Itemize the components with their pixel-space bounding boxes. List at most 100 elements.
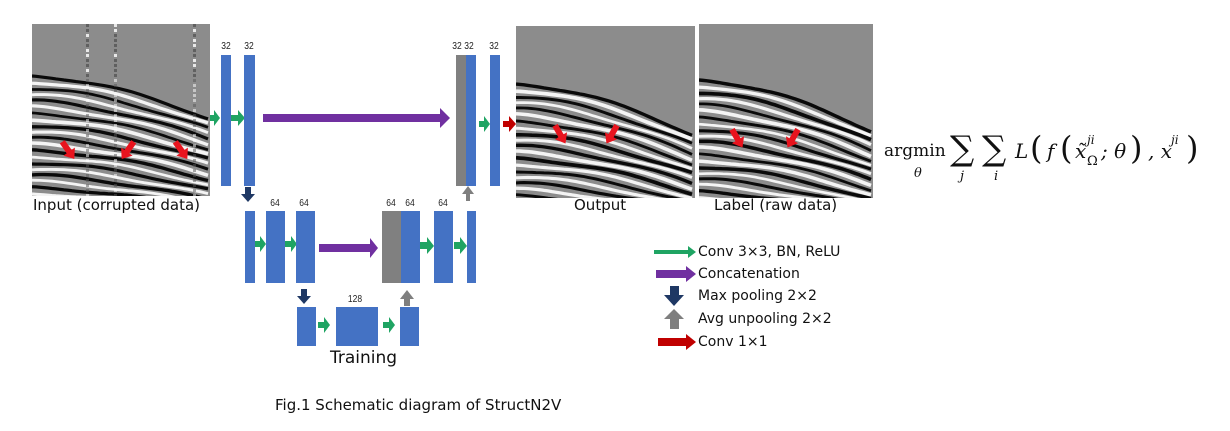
- red-marker-arrow: [604, 123, 620, 144]
- corrupted-trace: [114, 64, 117, 67]
- corrupted-trace: [86, 54, 89, 57]
- corrupted-trace: [86, 114, 89, 117]
- corrupted-trace: [86, 94, 89, 97]
- corrupted-trace: [193, 184, 196, 187]
- training-label: Training: [330, 348, 398, 368]
- legend-label: Conv 1×1: [698, 334, 768, 350]
- seismic-reflector: [699, 189, 780, 198]
- corrupted-trace: [193, 194, 196, 196]
- corrupted-trace: [86, 164, 89, 167]
- corrupted-trace: [193, 154, 196, 157]
- corrupted-trace: [193, 24, 196, 27]
- seismic-reflector: [32, 74, 209, 121]
- bottleneck-block-out: [400, 307, 419, 346]
- corrupted-trace: [114, 179, 117, 182]
- channel-label: 64: [438, 198, 448, 209]
- corrupted-trace: [86, 44, 89, 47]
- corrupted-trace: [86, 119, 89, 122]
- seismic-reflector: [516, 193, 559, 198]
- concat-block-l2: [382, 211, 401, 283]
- seismic-reflector: [516, 170, 681, 198]
- seismic-reflector: [516, 149, 693, 191]
- param-symbol: ; θ: [1101, 139, 1127, 163]
- corrupted-trace: [86, 59, 89, 62]
- decoder-block-l2-3: [467, 211, 476, 283]
- label-caption: Label (raw data): [714, 196, 838, 214]
- seismic-reflector: [516, 143, 693, 185]
- func-symbol: f: [1047, 139, 1055, 163]
- corrupted-trace: [193, 129, 196, 132]
- channel-label: 64: [270, 198, 280, 209]
- corrupted-trace: [86, 129, 89, 132]
- corrupted-trace: [193, 29, 196, 32]
- legend-item-concat: Concatenation: [652, 263, 800, 285]
- target-symbol: , x: [1148, 139, 1172, 163]
- corrupted-trace: [86, 144, 89, 147]
- legend-item-maxpool: Max pooling 2×2: [652, 285, 817, 307]
- seismic-reflector: [32, 93, 209, 135]
- corrupted-trace: [193, 169, 196, 172]
- corrupted-trace: [114, 139, 117, 142]
- seismic-reflector: [699, 91, 872, 142]
- corrupted-trace: [114, 184, 117, 187]
- corrupted-trace: [114, 164, 117, 167]
- corrupted-trace: [193, 149, 196, 152]
- figure-caption: Fig.1 Schematic diagram of StructN2V: [275, 396, 562, 414]
- corrupted-trace: [193, 84, 196, 87]
- corrupted-trace: [114, 159, 117, 162]
- channel-label: 32: [452, 41, 462, 52]
- encoder-block-l1-1: [221, 55, 231, 186]
- corrupted-trace: [193, 109, 196, 112]
- seismic-reflector: [699, 129, 872, 171]
- conv-arrow: [420, 237, 434, 254]
- decoder-block-l2-1: [401, 211, 420, 283]
- output-seismic-image: [516, 26, 695, 198]
- red-marker-arrow: [552, 123, 568, 144]
- corrupted-trace: [114, 189, 117, 192]
- corrupted-trace: [193, 139, 196, 142]
- bottleneck-block: [336, 307, 378, 346]
- corrupted-trace: [193, 69, 196, 72]
- corrupted-trace: [86, 154, 89, 157]
- corrupted-trace: [193, 44, 196, 47]
- corrupted-trace: [193, 49, 196, 52]
- channel-label: 32: [489, 41, 499, 52]
- legend-item-conv: Conv 3×3, BN, ReLU: [652, 241, 840, 263]
- paren: ): [1130, 129, 1143, 167]
- corrupted-trace: [114, 109, 117, 112]
- label-seismic-image: [699, 24, 873, 198]
- red-marker-arrow: [121, 140, 137, 160]
- corrupted-trace: [193, 134, 196, 137]
- legend-label: Avg unpooling 2×2: [698, 311, 832, 327]
- seismic-reflector: [516, 181, 639, 198]
- corrupted-trace: [193, 64, 196, 67]
- corrupted-trace: [114, 84, 117, 87]
- seismic-reflector: [32, 81, 209, 125]
- channel-label: 64: [405, 198, 415, 209]
- corrupted-trace: [114, 34, 117, 37]
- corrupted-trace: [114, 119, 117, 122]
- corrupted-trace: [114, 49, 117, 52]
- encoder-block-l1-2: [244, 55, 255, 186]
- gray-up-arrow-icon: [652, 309, 698, 329]
- seismic-reflector: [699, 166, 872, 198]
- seismic-reflector: [516, 89, 693, 141]
- seismic-reflector: [516, 138, 693, 179]
- seismic-reflector: [699, 159, 872, 197]
- channel-label: 128: [347, 294, 363, 305]
- corrupted-trace: [193, 39, 196, 42]
- seismic-reflector: [32, 185, 147, 196]
- navy-down-arrow-icon: [652, 286, 698, 306]
- corrupted-trace: [86, 89, 89, 92]
- corrupted-trace: [114, 129, 117, 132]
- corrupted-trace: [193, 94, 196, 97]
- conv-arrow: [285, 236, 297, 252]
- decoder-block-l1-2: [490, 55, 500, 186]
- channel-label: 32: [244, 41, 254, 52]
- corrupted-trace: [86, 139, 89, 142]
- corrupted-trace: [86, 194, 89, 196]
- corrupted-trace: [114, 174, 117, 177]
- output-caption: Output: [574, 196, 627, 214]
- corrupted-trace: [114, 134, 117, 137]
